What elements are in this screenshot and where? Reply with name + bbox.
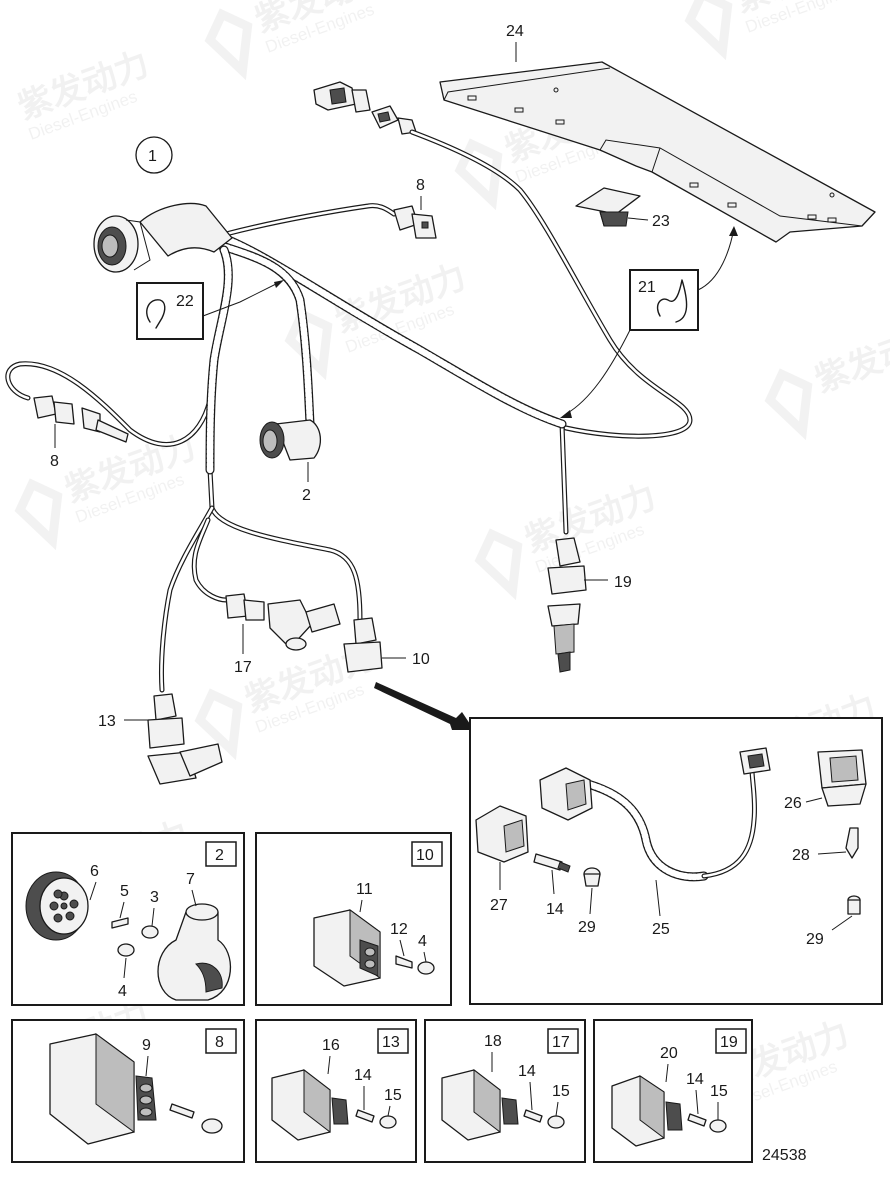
- svg-text:紫发动力: 紫发动力: [810, 318, 890, 400]
- svg-text:4: 4: [118, 983, 127, 1000]
- svg-text:28: 28: [792, 847, 810, 864]
- svg-text:25: 25: [652, 921, 670, 938]
- svg-text:14: 14: [354, 1067, 372, 1084]
- svg-text:19: 19: [614, 574, 632, 591]
- svg-text:2: 2: [215, 847, 224, 864]
- bracket-plate-24: [439, 61, 876, 243]
- svg-text:14: 14: [546, 901, 564, 918]
- svg-text:13: 13: [98, 713, 116, 730]
- connector-top-left: [313, 81, 371, 113]
- svg-text:29: 29: [806, 931, 824, 948]
- detail-arrow: [374, 682, 474, 730]
- svg-text:10: 10: [412, 651, 430, 668]
- svg-text:26: 26: [784, 795, 802, 812]
- detail-box-2: 2 6 5 3 7 4: [11, 832, 245, 1006]
- svg-text:10: 10: [416, 847, 434, 864]
- wiring-harness: [5, 129, 693, 693]
- svg-text:18: 18: [484, 1033, 502, 1050]
- svg-text:15: 15: [552, 1083, 570, 1100]
- connector-2-main: [259, 419, 321, 461]
- svg-text:24: 24: [506, 23, 524, 40]
- svg-text:11: 11: [356, 881, 373, 898]
- svg-text:8: 8: [50, 453, 59, 470]
- svg-text:27: 27: [490, 897, 508, 914]
- svg-text:4: 4: [418, 933, 427, 950]
- svg-text:17: 17: [552, 1034, 570, 1051]
- detail-box-19: 19 20 14 15: [593, 1019, 753, 1163]
- svg-text:14: 14: [518, 1063, 536, 1080]
- connector-8-top: [393, 205, 437, 239]
- connector-top-right: [371, 105, 417, 135]
- svg-text:5: 5: [120, 883, 129, 900]
- drawing-number: 24538: [762, 1147, 807, 1164]
- svg-text:19: 19: [720, 1034, 738, 1051]
- detail-box-8: 8 9: [11, 1019, 245, 1163]
- svg-text:17: 17: [234, 659, 252, 676]
- svg-text:1: 1: [148, 148, 157, 165]
- clip-23: [575, 187, 641, 227]
- connector-19: [547, 537, 587, 673]
- svg-text:15: 15: [710, 1083, 728, 1100]
- svg-text:13: 13: [382, 1034, 400, 1051]
- detail-box-17: 17 18 14 15: [424, 1019, 586, 1163]
- connector-17: [225, 593, 341, 651]
- svg-text:29: 29: [578, 919, 596, 936]
- svg-text:22: 22: [176, 293, 194, 310]
- svg-text:7: 7: [186, 871, 195, 888]
- svg-text:9: 9: [142, 1037, 151, 1054]
- svg-text:14: 14: [686, 1071, 704, 1088]
- svg-text:20: 20: [660, 1045, 678, 1062]
- main-labels: 1 24 8 23 8 2 19 10 17 13: [50, 23, 670, 730]
- svg-text:23: 23: [652, 213, 670, 230]
- clip-callout-21: 21: [560, 226, 738, 418]
- detail-box-13: 13 16 14 15: [255, 1019, 417, 1163]
- svg-text:2: 2: [302, 487, 311, 504]
- svg-text:3: 3: [150, 889, 159, 906]
- detail-box-10: 10 11 12 4: [255, 832, 452, 1006]
- svg-text:6: 6: [90, 863, 99, 880]
- svg-text:12: 12: [390, 921, 408, 938]
- clip-callout-22: 22: [136, 280, 284, 340]
- connector-8-left: [33, 395, 129, 443]
- connector-13: [147, 693, 223, 785]
- connector-10: [343, 617, 383, 673]
- detail-inset-harness: 26 28 27 14 29 25 29: [469, 717, 883, 1005]
- svg-text:21: 21: [638, 279, 656, 296]
- main-connector-elbow: [93, 202, 233, 273]
- svg-text:16: 16: [322, 1037, 340, 1054]
- svg-text:8: 8: [215, 1034, 224, 1051]
- svg-text:15: 15: [384, 1087, 402, 1104]
- svg-text:8: 8: [416, 177, 425, 194]
